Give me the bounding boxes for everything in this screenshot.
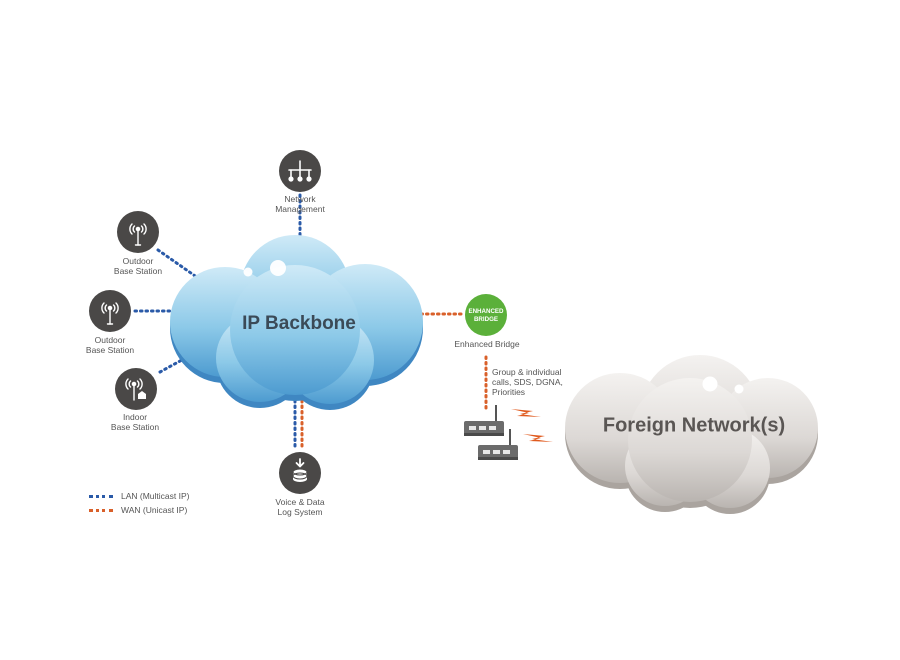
indoor-antenna-icon — [125, 378, 146, 401]
outdoor-bs-1-label-line2: Base Station — [113, 266, 163, 276]
indoor-bs-label-line2: Base Station — [110, 422, 160, 432]
database-icon — [292, 458, 308, 482]
outdoor-base-station-1-label: Outdoor Base Station — [114, 256, 162, 276]
outdoor-bs-1-label-line1: Outdoor — [122, 256, 154, 266]
lan-link-outdoor-bs-1 — [156, 248, 200, 280]
legend-lan-swatch — [89, 494, 113, 498]
outdoor-base-station-2-label: Outdoor Base Station — [86, 335, 134, 355]
ip-backbone-cloud — [170, 235, 423, 410]
legend-wan: WAN (Unicast IP) — [89, 505, 187, 515]
radio-device-1 — [464, 405, 504, 436]
bridge-note-line2: calls, SDS, DGNA, — [492, 377, 563, 387]
legend-wan-swatch — [89, 508, 113, 512]
network-management-label-line2: Management — [275, 204, 325, 214]
network-management-node[interactable] — [279, 150, 321, 192]
outdoor-base-station-2-node[interactable] — [89, 290, 131, 332]
network-icon — [288, 160, 312, 182]
network-management-label-line1: Network — [284, 194, 316, 204]
voice-data-log-label: Voice & Data Log System — [275, 497, 324, 517]
ip-backbone-title: IP Backbone — [242, 313, 356, 334]
voice-log-label-line2: Log System — [277, 507, 323, 517]
indoor-base-station-node[interactable] — [115, 368, 157, 410]
bridge-badge-line2: BRIDGE — [474, 316, 498, 323]
foreign-network-title: Foreign Network(s) — [602, 414, 786, 437]
network-management-label: Network Management — [275, 194, 325, 214]
bridge-badge-line1: ENHANCED — [468, 308, 504, 315]
enhanced-bridge-node[interactable]: ENHANCED BRIDGE — [465, 294, 507, 336]
outdoor-bs-2-label-line2: Base Station — [85, 345, 135, 355]
indoor-base-station-label: Indoor Base Station — [111, 412, 159, 432]
enhanced-bridge-label-text: Enhanced Bridge — [454, 339, 520, 349]
enhanced-bridge-label: Enhanced Bridge — [454, 339, 519, 349]
legend-lan: LAN (Multicast IP) — [89, 491, 190, 501]
outdoor-bs-2-label-line1: Outdoor — [94, 335, 126, 345]
radio-device-2 — [478, 429, 518, 460]
outdoor-base-station-1-node[interactable] — [117, 211, 159, 253]
bridge-note-line3: Priorities — [492, 387, 526, 397]
bridge-capabilities-note: Group & individual calls, SDS, DGNA, Pri… — [492, 367, 563, 397]
foreign-network-cloud — [565, 355, 818, 514]
legend-lan-label: LAN (Multicast IP) — [121, 491, 190, 501]
antenna-icon — [101, 302, 119, 325]
bridge-note-line1: Group & individual — [492, 367, 562, 377]
indoor-bs-label-line1: Indoor — [122, 412, 148, 422]
voice-log-label-line1: Voice & Data — [275, 497, 325, 507]
legend-wan-label: WAN (Unicast IP) — [121, 505, 188, 515]
voice-data-log-node[interactable] — [279, 452, 321, 494]
antenna-icon — [129, 223, 147, 246]
wireless-signal-icon — [511, 409, 553, 442]
